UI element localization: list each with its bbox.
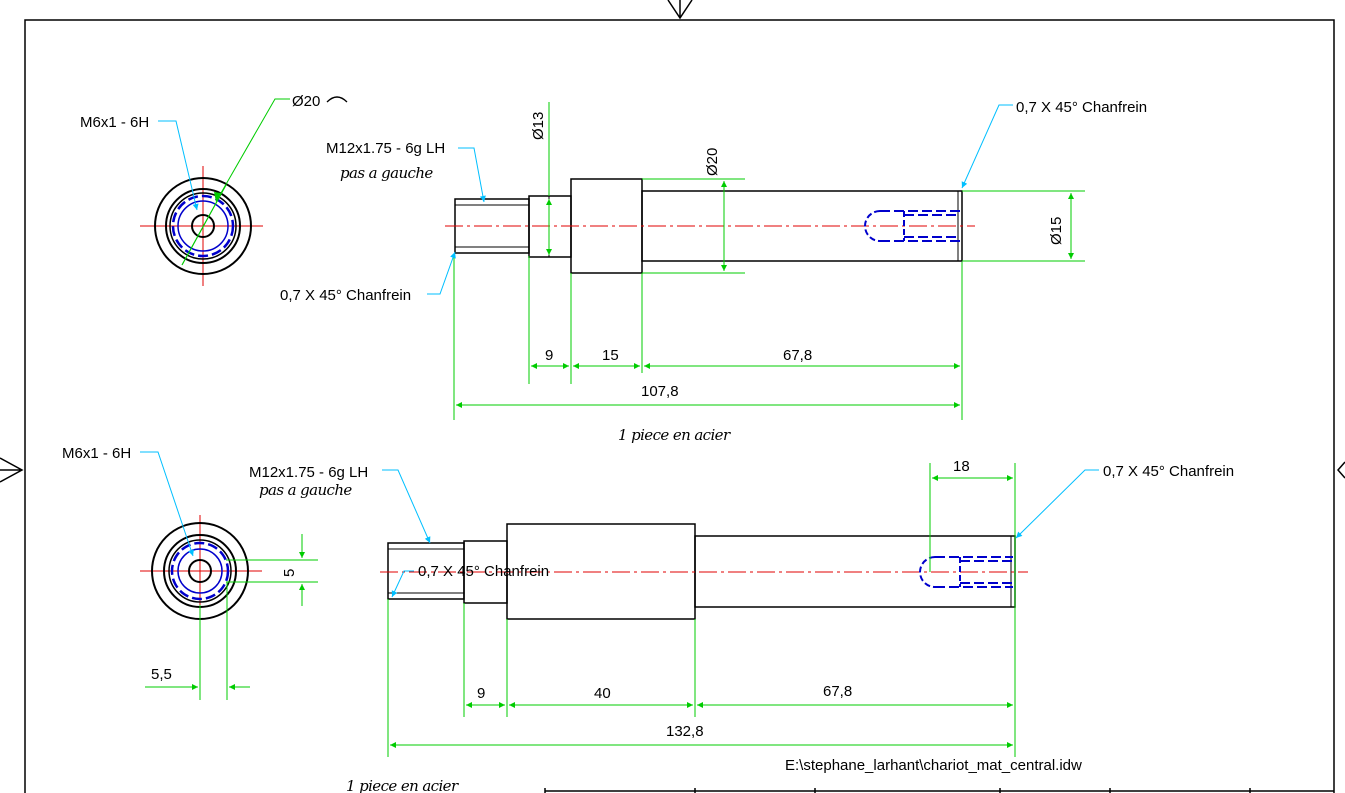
- top-dim-9: 9: [545, 347, 553, 364]
- top-shaft-thread-note: pas a gauche: [340, 164, 433, 182]
- bottom-dim-total: 132,8: [666, 723, 704, 740]
- bottom-chamfer-leaders: [382, 469, 1099, 598]
- bottom-dim-40: 40: [594, 685, 611, 702]
- bottom-end-dimensions: [145, 534, 318, 700]
- bottom-dim-67-8: 67,8: [823, 683, 852, 700]
- top-chamfer-right-label: 0,7 X 45° Chanfrein: [1016, 99, 1147, 116]
- bottom-dimensions: [387, 463, 1016, 757]
- top-dimensions: [453, 102, 1085, 420]
- top-end-thread-label: M6x1 - 6H: [80, 114, 149, 131]
- bottom-chamfer-right-label: 0,7 X 45° Chanfrein: [1103, 463, 1234, 480]
- bottom-shaft-thread-label: M12x1.75 - 6g LH: [249, 464, 368, 481]
- top-chamfer-leaders: [427, 104, 1013, 295]
- top-dia-15: Ø15: [1048, 217, 1065, 245]
- bottom-dim-5-5: 5,5: [151, 666, 172, 683]
- bottom-end-thread-leader: [140, 451, 194, 557]
- bottom-dim-18: 18: [953, 458, 970, 475]
- title-block-edge: [544, 788, 1334, 793]
- top-dim-15: 15: [602, 347, 619, 364]
- bottom-shaft-thread-note: pas a gauche: [259, 481, 352, 499]
- top-dim-total: 107,8: [641, 383, 679, 400]
- bottom-end-thread-label: M6x1 - 6H: [62, 445, 131, 462]
- bottom-hidden-bore: [919, 556, 1013, 588]
- top-dim-67-8: 67,8: [783, 347, 812, 364]
- top-material-note: 1 piece en acier: [618, 426, 731, 444]
- top-hidden-bore: [864, 210, 960, 242]
- top-dia-20: Ø20: [704, 148, 721, 176]
- sheet-frame: [24, 19, 1335, 793]
- bottom-dim-9: 9: [477, 685, 485, 702]
- top-end-view: [140, 166, 263, 286]
- file-path-label: E:\stephane_larhant\chariot_mat_central.…: [785, 757, 1082, 774]
- top-end-diameter-label: Ø20: [292, 93, 320, 110]
- top-dia-13: Ø13: [530, 112, 547, 140]
- bottom-material-note: 1 piece en acier: [346, 777, 459, 793]
- bottom-chamfer-left-label: 0,7 X 45° Chanfrein: [418, 563, 549, 580]
- bottom-end-view: [140, 515, 262, 630]
- top-chamfer-left-label: 0,7 X 45° Chanfrein: [280, 287, 411, 304]
- centering-marks: [0, 0, 1345, 483]
- bottom-dim-5: 5: [281, 569, 298, 577]
- top-end-leaders: [158, 96, 348, 211]
- top-shaft-thread-label: M12x1.75 - 6g LH: [326, 140, 445, 157]
